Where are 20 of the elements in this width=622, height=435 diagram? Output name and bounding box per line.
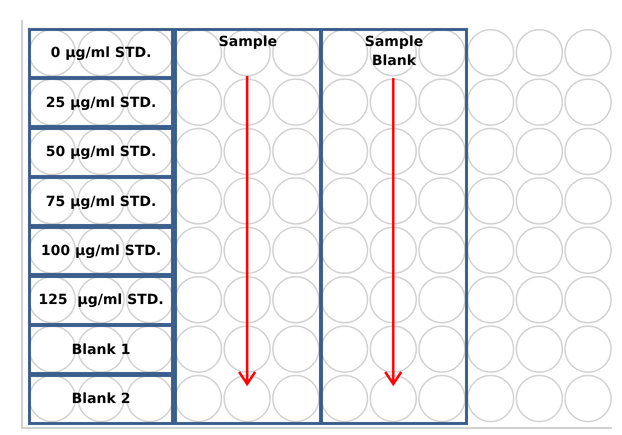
- row-label: 50 µg/ml STD.: [46, 144, 156, 160]
- row-label: 0 µg/ml STD.: [50, 45, 152, 62]
- column-header: Sample: [218, 33, 278, 52]
- row-label: 125 µg/ml STD.: [38, 292, 164, 308]
- row-label: Blank 2: [72, 391, 130, 408]
- standard-row-box: [28, 275, 174, 326]
- row-label: 75 µg/ml STD.: [46, 194, 156, 210]
- standard-row-box: [28, 226, 174, 276]
- standard-row-box: [28, 28, 174, 79]
- standard-row-box: [28, 324, 174, 376]
- sample-column-box: [174, 28, 322, 425]
- row-label: Blank 1: [72, 342, 130, 358]
- row-label: 100 µg/ml STD.: [40, 243, 162, 260]
- column-header: Sample Blank: [364, 33, 424, 71]
- row-label: 25 µg/ml STD.: [46, 94, 156, 111]
- standard-row-box: [28, 176, 174, 228]
- standard-row-box: [28, 77, 174, 128]
- sample-column-box: [320, 28, 468, 425]
- standard-row-box: [28, 126, 174, 178]
- standard-row-box: [28, 374, 174, 425]
